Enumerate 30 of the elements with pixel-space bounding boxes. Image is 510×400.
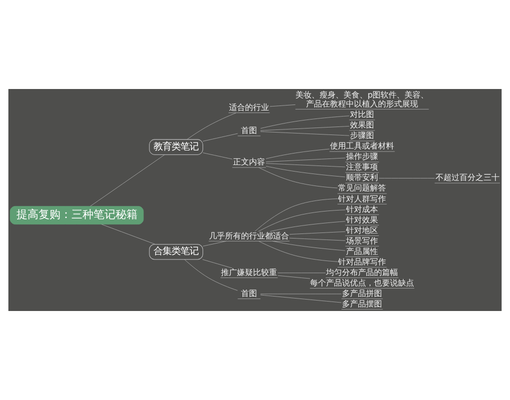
connector xyxy=(266,163,346,168)
connector xyxy=(258,210,346,232)
connector xyxy=(270,221,346,232)
node-box: 提高复购：三种笔记秘籍 xyxy=(10,206,144,225)
connector xyxy=(101,224,156,244)
connector xyxy=(186,112,236,140)
connector xyxy=(278,275,310,279)
connector xyxy=(90,154,165,206)
connector xyxy=(202,152,232,160)
connector xyxy=(184,259,238,291)
connector xyxy=(266,158,346,162)
connector xyxy=(289,231,346,235)
connector xyxy=(254,198,338,232)
node-box: 合集类笔记 xyxy=(149,244,204,260)
connector xyxy=(260,126,350,131)
connector xyxy=(260,116,350,129)
node-box: 教育类笔记 xyxy=(149,139,204,155)
connector xyxy=(289,238,346,241)
connector xyxy=(278,272,326,274)
connector xyxy=(258,240,338,262)
connector xyxy=(258,167,338,188)
connector xyxy=(266,166,346,178)
connector xyxy=(202,259,232,268)
connector xyxy=(272,240,346,251)
connector xyxy=(270,104,296,107)
connector xyxy=(202,240,226,246)
connector xyxy=(202,133,238,142)
connector xyxy=(266,148,330,159)
connector xyxy=(260,131,350,136)
connector xyxy=(260,294,342,303)
